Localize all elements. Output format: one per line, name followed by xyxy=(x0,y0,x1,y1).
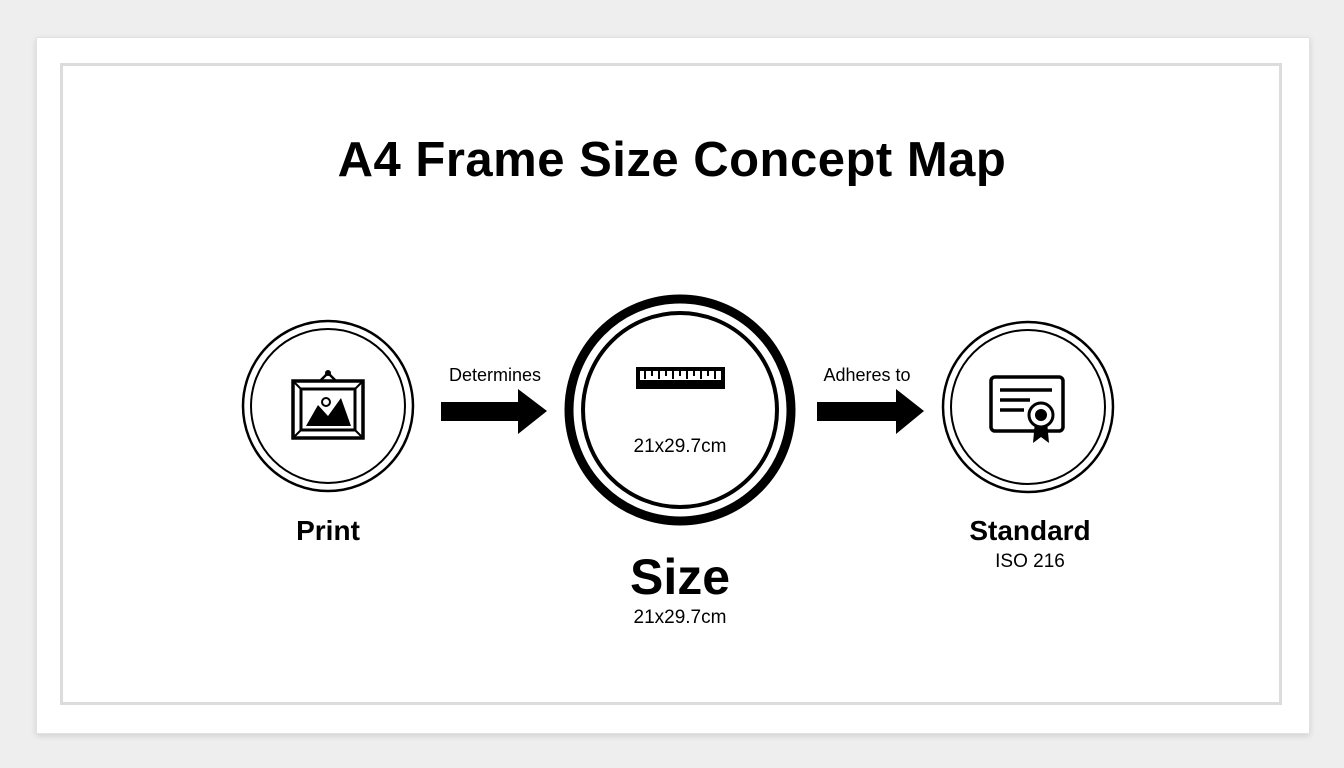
framed-picture-icon xyxy=(291,370,365,440)
node-size-outer-ring xyxy=(564,294,796,526)
diagram-title: A4 Frame Size Concept Map xyxy=(337,133,1007,187)
arrow-adheres-to xyxy=(817,389,924,434)
node-size xyxy=(564,294,796,526)
node-print-inner-ring xyxy=(250,328,406,484)
node-standard-outer-ring xyxy=(941,320,1115,494)
node-size-inner-text: 21x29.7cm xyxy=(633,436,727,457)
node-standard xyxy=(941,320,1115,494)
arrow-determines xyxy=(441,389,547,434)
node-size-inner-ring xyxy=(581,311,779,509)
ruler-icon xyxy=(636,367,725,389)
node-standard-inner-ring xyxy=(950,329,1106,485)
node-print-label: Print xyxy=(296,515,360,546)
certificate-icon xyxy=(989,375,1065,443)
node-size-label: Size xyxy=(629,549,731,605)
node-print xyxy=(241,319,415,493)
node-standard-label: Standard xyxy=(969,515,1091,546)
node-standard-sub-label: ISO 216 xyxy=(995,551,1065,572)
node-print-outer-ring xyxy=(241,319,415,493)
node-size-sub-label: 21x29.7cm xyxy=(633,607,727,628)
edge-label-determines: Determines xyxy=(448,365,542,385)
edge-label-adheres-to: Adheres to xyxy=(823,365,911,385)
